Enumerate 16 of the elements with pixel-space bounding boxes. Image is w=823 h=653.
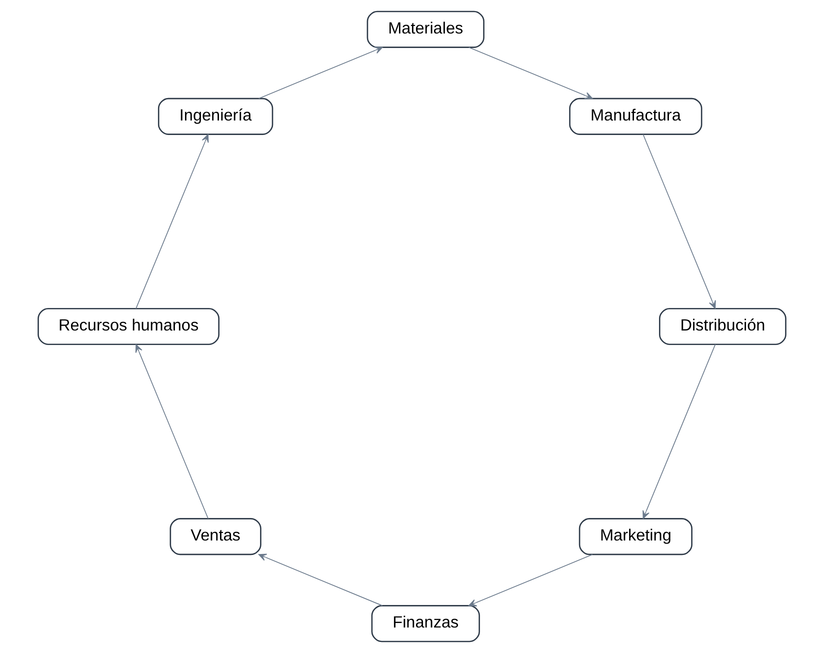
- arrow: [134, 344, 208, 520]
- arrow: [642, 344, 716, 519]
- node-box: Manufactura: [568, 98, 702, 135]
- arrow: [468, 554, 592, 606]
- node-box: Ventas: [169, 518, 261, 556]
- arrow: [642, 134, 716, 309]
- node-box: Finanzas: [370, 605, 480, 642]
- node-box: Materiales: [366, 10, 484, 48]
- node-box: Marketing: [578, 518, 692, 556]
- node-box: Recursos humanos: [37, 308, 219, 346]
- arrow: [468, 46, 592, 100]
- node-box: Distribución: [658, 308, 786, 346]
- arrow: [258, 46, 382, 99]
- arrow: [135, 134, 208, 309]
- node-box: Ingeniería: [157, 98, 273, 135]
- arrow: [258, 554, 382, 606]
